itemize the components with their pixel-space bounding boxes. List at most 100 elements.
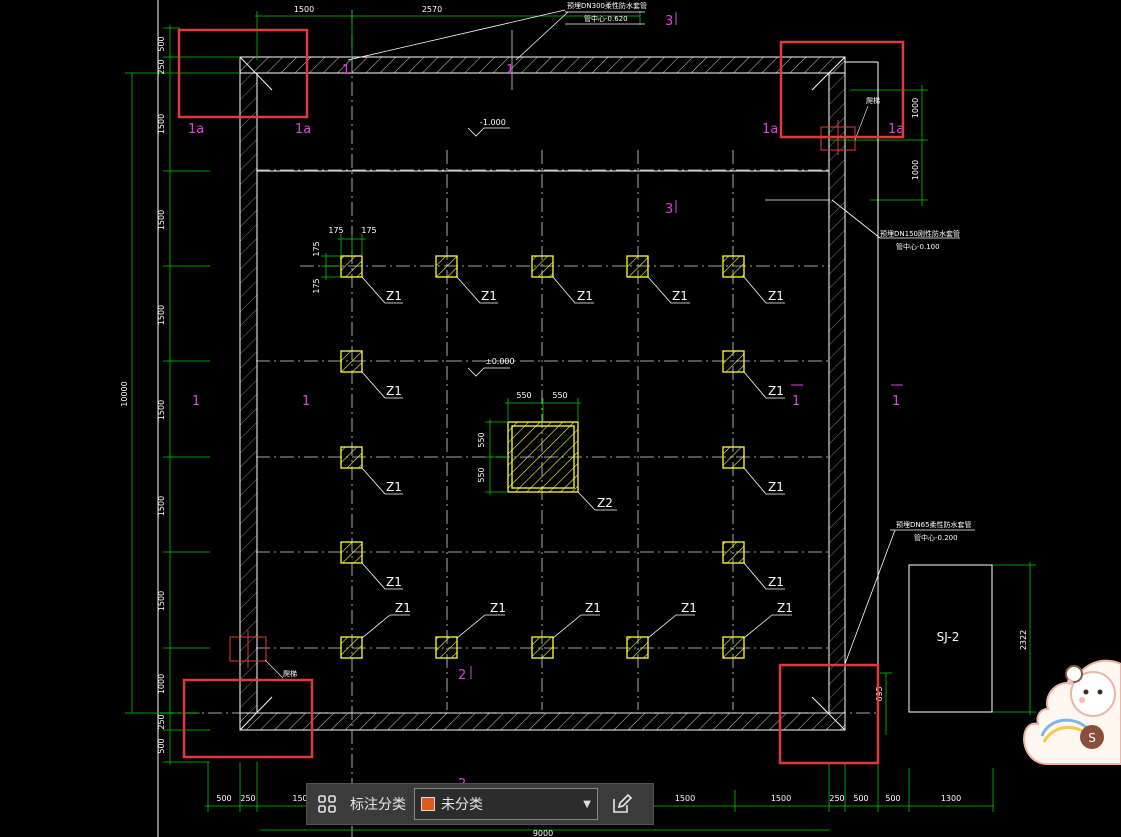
column-z1 (722, 541, 745, 564)
z1-label: Z1 (490, 601, 506, 615)
grid-icon[interactable] (316, 793, 338, 815)
bottom-dim: 500 (885, 794, 900, 803)
left-dim: 1500 (157, 591, 166, 611)
overall-height: 10000 (120, 381, 129, 406)
z1-label: Z1 (386, 384, 402, 398)
pipe-note: 管中心-0.200 (914, 533, 958, 542)
category-dropdown[interactable]: 未分类 ▼ (414, 788, 598, 820)
column-z1 (531, 255, 554, 278)
highlight-boxes (177, 28, 905, 765)
z1-label: Z1 (481, 289, 497, 303)
column-z1 (340, 255, 363, 278)
annotation-toolbar: 标注分类 未分类 ▼ (306, 783, 654, 825)
columns (340, 255, 745, 659)
chevron-down-icon: ▼ (583, 798, 591, 810)
section-mark: 2 (458, 668, 466, 683)
left-dim: 1500 (157, 496, 166, 516)
bottom-dim: 500 (216, 794, 231, 803)
section-mark: 1 (192, 394, 200, 409)
highlight-box (778, 663, 880, 765)
highlight-box (177, 28, 309, 119)
pipe-note: 预埋DN65柔性防水套管 (896, 520, 972, 529)
section-mark: 1a (888, 122, 904, 137)
mascot-badge (1080, 725, 1104, 749)
column-z1 (340, 350, 363, 373)
column-z1 (722, 636, 745, 659)
overall-width: 9000 (533, 829, 553, 837)
z1-label: Z1 (577, 289, 593, 303)
level-marker: -1.000 (480, 118, 506, 127)
z1-label: Z1 (672, 289, 688, 303)
section-mark: 3 (665, 202, 673, 217)
edit-icon[interactable] (610, 792, 634, 816)
inner-room (256, 170, 830, 714)
top-dim: 2570 (422, 5, 442, 14)
right-dim: 695 (875, 686, 884, 701)
z1-label: Z1 (768, 289, 784, 303)
left-dim: 500 (157, 36, 166, 51)
column-z1 (531, 636, 554, 659)
column-z1 (722, 350, 745, 373)
column-z1 (340, 636, 363, 659)
section-mark: 1 (506, 63, 514, 78)
left-dim: 1500 (157, 305, 166, 325)
z1-label: Z1 (585, 601, 601, 615)
section-mark: 1 (302, 394, 310, 409)
z1-label: Z1 (386, 575, 402, 589)
highlight-box (779, 40, 905, 139)
z1-label: Z1 (395, 601, 411, 615)
col-dim: 550 (477, 467, 486, 482)
section-mark: 1a (188, 122, 204, 137)
bottom-dim: 250 (240, 794, 255, 803)
highlight-box (182, 678, 314, 759)
z1-label: Z1 (768, 575, 784, 589)
col-dim: 175 (312, 278, 321, 293)
ladder-label: 爬梯 (866, 96, 880, 105)
z1-label: Z1 (768, 480, 784, 494)
ladder-label: 爬梯 (283, 669, 297, 678)
sj-box (908, 564, 993, 713)
column-z1 (626, 636, 649, 659)
pipe-note: 管中心-0.620 (584, 14, 628, 23)
bottom-dim: 150 (292, 794, 307, 803)
z1-label: Z1 (681, 601, 697, 615)
z1-label: Z1 (386, 480, 402, 494)
column-z2 (507, 421, 579, 493)
bottom-dim: 1500 (675, 794, 695, 803)
column-z1 (722, 446, 745, 469)
left-dim: 1500 (157, 210, 166, 230)
col-dim: 175 (361, 226, 376, 235)
column-z1 (340, 446, 363, 469)
pipe-note: 管中心-0.100 (896, 242, 940, 251)
section-mark: 1 (792, 394, 800, 409)
z1-label: Z1 (768, 384, 784, 398)
column-z1 (722, 255, 745, 278)
left-dim: 500 (157, 738, 166, 753)
section-mark: 1 (892, 394, 900, 409)
left-dim: 1000 (157, 674, 166, 694)
left-dim: 250 (157, 714, 166, 729)
left-dim: 1500 (157, 114, 166, 134)
sj-label: SJ-2 (937, 630, 960, 644)
col-dim: 175 (312, 241, 321, 256)
section-mark: 1a (762, 122, 778, 137)
column-z1 (435, 636, 458, 659)
left-dim: 250 (157, 59, 166, 74)
column-z1 (340, 541, 363, 564)
svg-text:S: S (1088, 731, 1096, 745)
left-dim: 1500 (157, 400, 166, 420)
outer-wall (239, 56, 846, 731)
mascot-sticker[interactable]: S (1018, 624, 1121, 774)
z1-label: Z1 (777, 601, 793, 615)
z1-label: Z1 (386, 289, 402, 303)
section-mark: 1a (295, 122, 311, 137)
bottom-dim: 1500 (771, 794, 791, 803)
bottom-dim: 250 (829, 794, 844, 803)
section-mark: 1 (342, 63, 350, 78)
z2-label: Z2 (597, 496, 613, 510)
level-marker: ±0.000 (485, 357, 515, 366)
col-dim: 550 (516, 391, 531, 400)
section-mark: 3 (665, 14, 673, 29)
bottom-dim: 500 (853, 794, 868, 803)
